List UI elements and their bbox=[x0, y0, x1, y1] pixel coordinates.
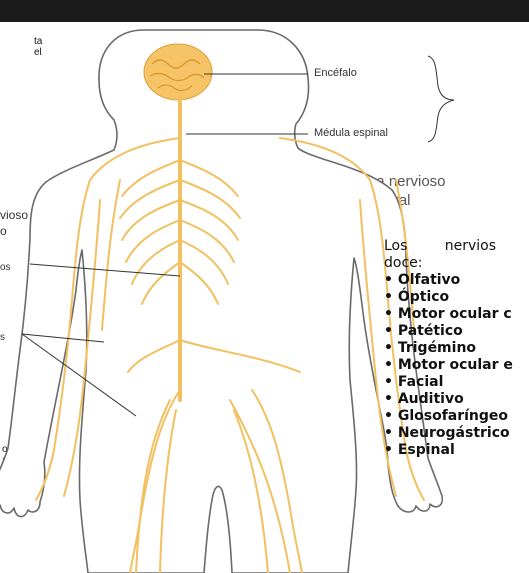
list-item: Óptico bbox=[384, 289, 529, 306]
nerves-intro: Los nervios doce: bbox=[384, 238, 529, 272]
list-item: Motor ocular c bbox=[384, 306, 529, 323]
list-item: Neurogástrico bbox=[384, 425, 529, 442]
brain bbox=[144, 44, 212, 100]
body-outline bbox=[0, 30, 442, 573]
list-item: Patético bbox=[384, 323, 529, 340]
nerves-intro-word2: nervios bbox=[445, 238, 496, 255]
nerves-intro-line2: doce: bbox=[384, 255, 529, 272]
list-item: Trigémino bbox=[384, 340, 529, 357]
list-item: Espinal bbox=[384, 442, 529, 459]
list-item: Olfativo bbox=[384, 272, 529, 289]
top-bar bbox=[0, 0, 529, 22]
list-item: Glosofaríngeo bbox=[384, 408, 529, 425]
nerve-items: Olfativo Óptico Motor ocular c Patético … bbox=[384, 272, 529, 459]
cranial-nerves-list: Los nervios doce: Olfativo Óptico Motor … bbox=[384, 238, 529, 459]
nerves-intro-word1: Los bbox=[384, 238, 407, 255]
list-item: Auditivo bbox=[384, 391, 529, 408]
list-item: Motor ocular e bbox=[384, 357, 529, 374]
list-item: Facial bbox=[384, 374, 529, 391]
